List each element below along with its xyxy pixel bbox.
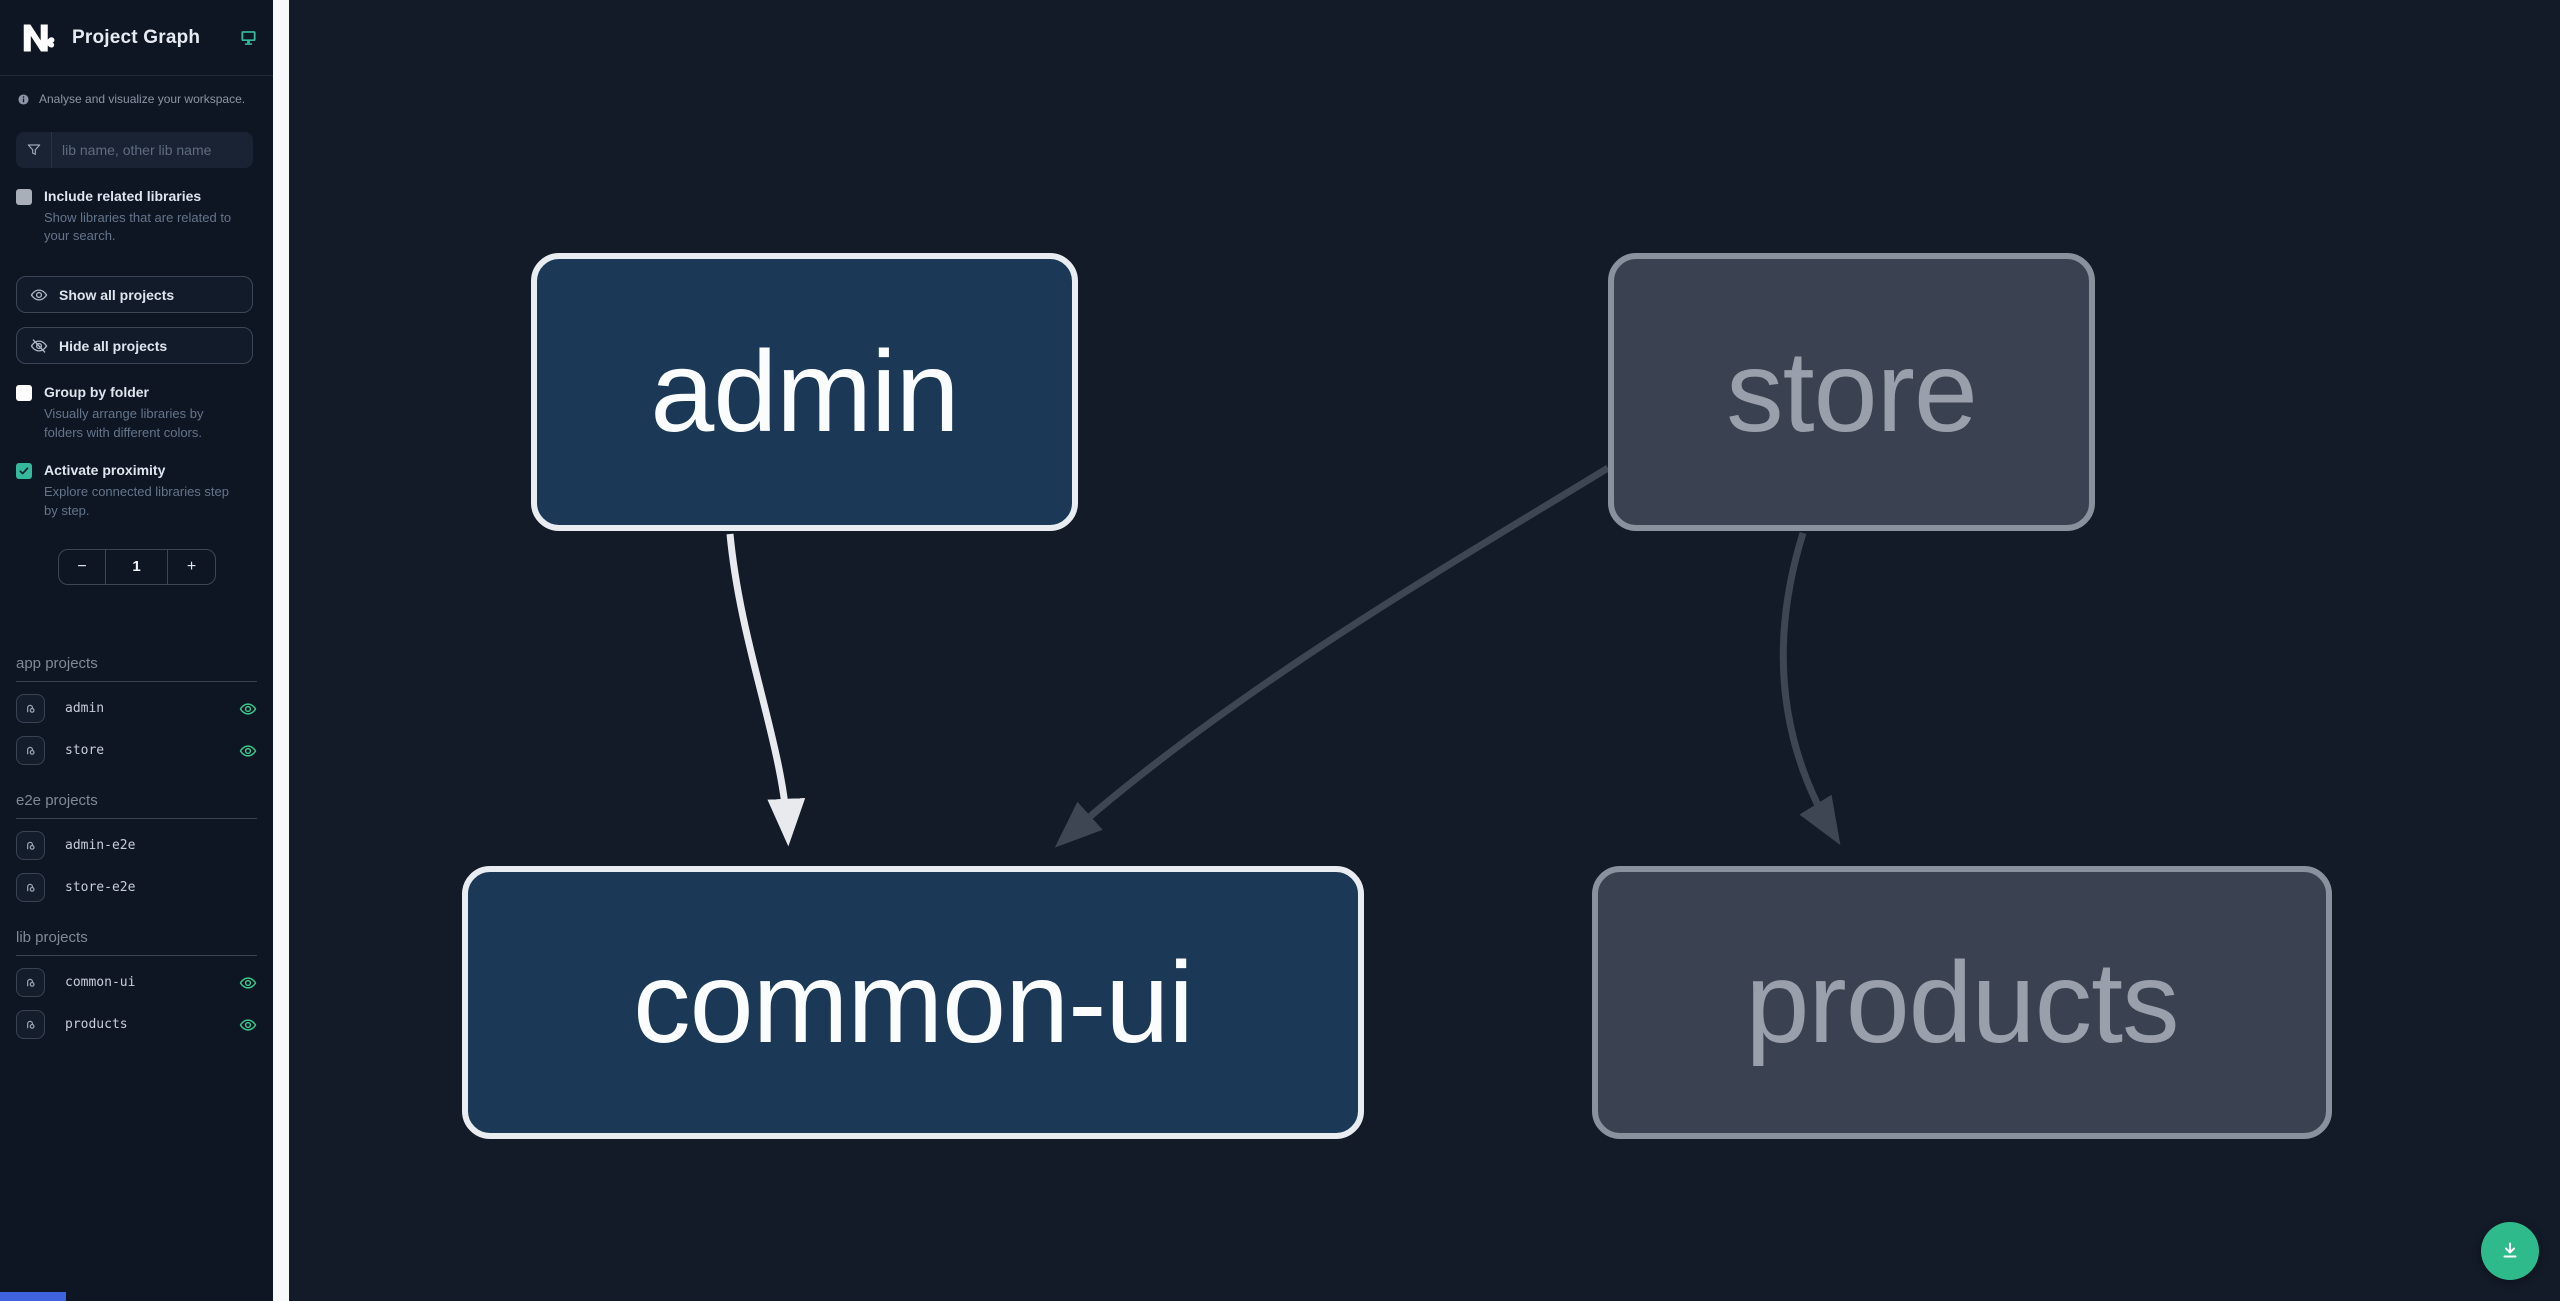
proximity-stepper: − 1 +: [58, 548, 216, 585]
project-icon: [27, 704, 35, 713]
project-visibility-toggle[interactable]: [239, 974, 257, 992]
project-icon: [27, 978, 35, 987]
node-label: common-ui: [633, 938, 1194, 1067]
include-related-checkbox[interactable]: [16, 189, 32, 205]
eye-icon: [30, 289, 48, 301]
project-list-item-common-ui[interactable]: common-ui: [16, 968, 257, 998]
project-sections: app projects admin store e2e projects admin-…: [0, 655, 273, 1040]
project-icon: [27, 883, 35, 892]
activate-proximity-option[interactable]: Activate proximity Explore connected lib…: [16, 462, 257, 520]
graph-node-products[interactable]: products: [1592, 866, 2332, 1139]
project-focus-button[interactable]: [16, 1010, 45, 1040]
monitor-icon[interactable]: [240, 29, 257, 46]
project-list-item-admin[interactable]: admin: [16, 694, 257, 724]
sidebar-scrollbar[interactable]: [273, 0, 289, 1301]
project-section-app: app projects admin store: [0, 655, 273, 766]
section-title: app projects: [16, 655, 257, 682]
dependency-edges: [726, 465, 1841, 848]
group-by-folder-description: Visually arrange libraries by folders wi…: [44, 405, 204, 440]
filter-input[interactable]: [52, 132, 253, 168]
download-icon: [2503, 1242, 2517, 1258]
project-icon: [27, 841, 35, 850]
nx-logo: [23, 24, 55, 51]
project-visibility-toggle[interactable]: [239, 742, 257, 760]
project-list-item-store-e2e[interactable]: store-e2e: [16, 873, 257, 903]
horizontal-scrollbar-thumb[interactable]: [0, 1292, 66, 1301]
project-name: products: [65, 1017, 128, 1033]
eye-off-icon: [30, 338, 48, 353]
edge-store-to-common-ui[interactable]: [1054, 465, 1610, 848]
edge-store-to-products[interactable]: [1779, 531, 1841, 846]
include-related-option[interactable]: Include related libraries Show libraries…: [16, 188, 257, 246]
project-visibility-toggle[interactable]: [239, 700, 257, 718]
eye-icon: [239, 744, 257, 757]
group-by-folder-label: Group by folder: [44, 384, 149, 401]
activate-proximity-checkbox[interactable]: [16, 463, 32, 480]
project-name: store: [65, 743, 105, 759]
project-focus-button[interactable]: [16, 873, 45, 903]
include-related-label: Include related libraries: [44, 188, 202, 204]
proximity-decrement-button[interactable]: −: [59, 549, 106, 584]
workspace-tagline-row: Analyse and visualize your workspace.: [0, 76, 273, 120]
workspace-tagline: Analyse and visualize your workspace.: [39, 92, 246, 106]
project-focus-button[interactable]: [16, 694, 45, 724]
eye-icon: [239, 702, 257, 715]
node-label: admin: [650, 328, 959, 456]
eye-icon: [239, 1018, 257, 1031]
node-label: products: [1745, 938, 2179, 1067]
activate-proximity-description: Explore connected libraries step by step…: [44, 483, 229, 518]
proximity-increment-button[interactable]: +: [167, 549, 215, 584]
project-section-e2e: e2e projects admin-e2e store-e2e: [0, 792, 273, 903]
funnel-icon: [16, 132, 52, 168]
graph-node-admin[interactable]: admin: [531, 253, 1078, 531]
hide-all-projects-label: Hide all projects: [59, 337, 168, 354]
library-filter: [16, 132, 253, 168]
project-focus-button[interactable]: [16, 968, 45, 998]
hide-all-projects-button[interactable]: Hide all projects: [16, 327, 253, 365]
info-icon: [18, 93, 29, 105]
show-all-projects-button[interactable]: Show all projects: [16, 276, 253, 314]
section-title: lib projects: [16, 929, 257, 956]
project-icon: [27, 1020, 35, 1029]
sidebar: Project Graph Analyse and visualize your…: [0, 0, 273, 1301]
project-focus-button[interactable]: [16, 831, 45, 861]
checkmark-icon: [19, 467, 29, 475]
project-name: store-e2e: [65, 880, 136, 896]
project-section-lib: lib projects common-ui products: [0, 929, 273, 1040]
project-list-item-products[interactable]: products: [16, 1010, 257, 1040]
graph-canvas[interactable]: admin store common-ui products: [289, 0, 2560, 1301]
download-graph-button[interactable]: [2481, 1222, 2539, 1280]
include-related-description: Show libraries that are related to your …: [44, 209, 232, 244]
group-by-folder-option[interactable]: Group by folder Visually arrange librari…: [16, 384, 257, 442]
edge-admin-to-common-ui[interactable]: [726, 533, 806, 847]
graph-node-common-ui[interactable]: common-ui: [462, 866, 1364, 1139]
project-icon: [27, 746, 35, 755]
show-all-projects-label: Show all projects: [59, 286, 175, 303]
project-name: common-ui: [65, 975, 136, 991]
project-visibility-toggle[interactable]: [239, 1016, 257, 1034]
activate-proximity-label: Activate proximity: [44, 462, 166, 479]
project-name: admin-e2e: [65, 838, 136, 854]
project-focus-button[interactable]: [16, 736, 45, 766]
section-title: e2e projects: [16, 792, 257, 819]
proximity-value: 1: [132, 558, 141, 576]
project-list-item-admin-e2e[interactable]: admin-e2e: [16, 831, 257, 861]
project-name: admin: [65, 701, 105, 717]
app-title: Project Graph: [72, 26, 201, 48]
sidebar-header: Project Graph: [0, 0, 273, 76]
project-list-item-store[interactable]: store: [16, 736, 257, 766]
eye-icon: [239, 976, 257, 989]
group-by-folder-checkbox[interactable]: [16, 385, 32, 402]
node-label: store: [1726, 328, 1978, 456]
graph-node-store[interactable]: store: [1608, 253, 2095, 531]
